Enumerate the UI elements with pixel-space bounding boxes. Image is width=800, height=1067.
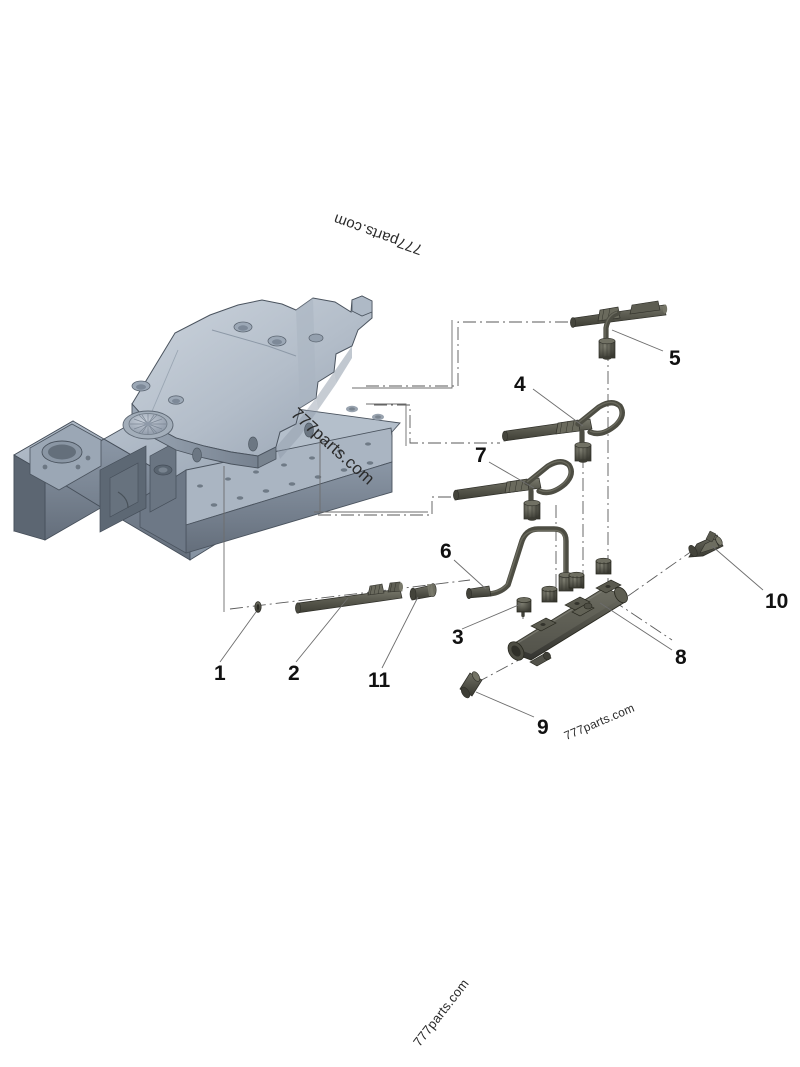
callout-4[interactable]: 4 xyxy=(514,373,526,396)
rail-mounting-tabs xyxy=(530,579,622,632)
routing-bracket-lines xyxy=(223,320,453,612)
part-2-fuel-injector xyxy=(295,581,403,614)
callout-1[interactable]: 1 xyxy=(214,662,226,685)
callout-5[interactable]: 5 xyxy=(669,347,681,370)
part-4-high-pressure-line-upper xyxy=(502,400,625,463)
callout-6[interactable]: 6 xyxy=(440,540,452,563)
callout-7[interactable]: 7 xyxy=(475,444,487,467)
part-8-common-rail xyxy=(507,557,628,667)
rail-outlet-ports xyxy=(516,557,612,613)
part-1-sealing-washer xyxy=(254,601,262,613)
engine-valve-cover-assembly xyxy=(13,295,401,561)
part-7-high-pressure-line-lower xyxy=(453,459,574,521)
callout-11[interactable]: 11 xyxy=(368,669,391,692)
oil-filler-cap xyxy=(122,410,174,440)
part-5-high-pressure-line-top xyxy=(570,300,668,360)
assembly-axis-lines xyxy=(229,321,693,684)
callout-leader-lines xyxy=(219,329,764,718)
part-11-injector-clamp-nut xyxy=(409,583,437,601)
callout-10[interactable]: 10 xyxy=(765,590,789,613)
part-9-rail-end-plug xyxy=(459,671,483,699)
callout-8[interactable]: 8 xyxy=(675,646,687,669)
callout-9[interactable]: 9 xyxy=(537,716,549,739)
engine-block xyxy=(13,400,401,561)
valve-cover xyxy=(122,295,373,469)
part-10-pressure-relief-valve xyxy=(688,530,724,558)
callout-2[interactable]: 2 xyxy=(288,662,300,685)
callout-3[interactable]: 3 xyxy=(452,626,464,649)
